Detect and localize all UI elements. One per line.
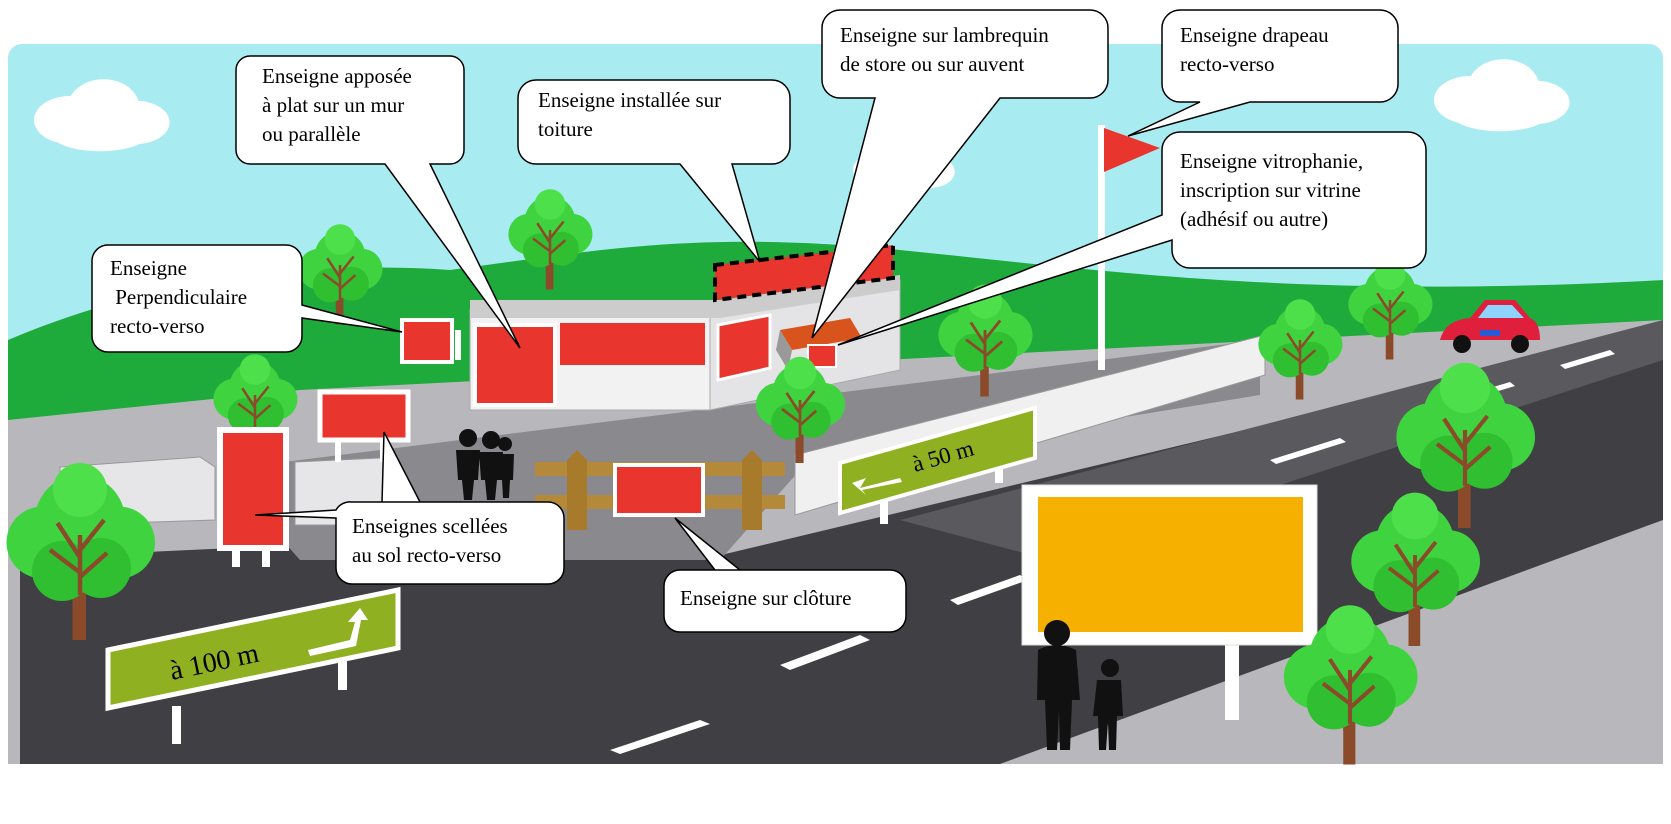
fence-sign	[613, 463, 705, 517]
road-sign-100m: à 100 m	[105, 586, 401, 744]
callout-wall-flat-line3: ou parallèle	[262, 122, 361, 146]
callout-wall-flat-line2: à plat sur un mur	[262, 93, 404, 117]
callout-awning: Enseigne sur lambrequin de store ou sur …	[811, 9, 1109, 339]
callout-window-line3: (adhésif ou autre)	[1180, 207, 1328, 231]
callout-window: Enseigne vitrophanie, inscription sur vi…	[837, 131, 1427, 346]
flag-icon	[1104, 128, 1160, 172]
car-icon	[1440, 300, 1540, 353]
callout-flag-line2: recto-verso	[1180, 52, 1274, 76]
person-silhouette-icon	[1037, 620, 1123, 750]
callout-window-line2: inscription sur vitrine	[1180, 178, 1361, 202]
window-sign	[807, 344, 837, 368]
shop-building	[469, 275, 901, 411]
callout-perpendicular: Enseigne Perpendiculaire recto-verso	[91, 244, 403, 353]
fence	[535, 450, 785, 530]
callout-perpendicular-line1: Enseigne	[110, 256, 187, 280]
wall-flat-banner	[560, 323, 705, 365]
awning	[780, 318, 862, 350]
arrow-icon	[308, 608, 368, 656]
callout-roof-line1: Enseigne installée sur	[538, 88, 721, 112]
callout-window-line1: Enseigne vitrophanie,	[1180, 149, 1363, 173]
callout-fence: Enseigne sur clôture	[663, 517, 907, 633]
arrow-icon	[852, 478, 902, 495]
callout-ground-line2: au sol recto-verso	[352, 543, 501, 567]
callout-awning-line1: Enseigne sur lambrequin	[840, 23, 1049, 47]
callout-ground: Enseignes scellées au sol recto-verso	[254, 431, 565, 585]
callout-roof: Enseigne installée sur toiture	[517, 79, 791, 263]
road-sign-50m: à 50 m	[838, 405, 1037, 524]
lane-markings	[610, 350, 1615, 754]
callout-ground-line1: Enseignes scellées	[352, 514, 508, 538]
billboard	[1021, 484, 1318, 720]
person-silhouette-icon	[456, 429, 514, 500]
callout-perpendicular-line2: Perpendiculaire	[110, 285, 247, 309]
callout-perpendicular-line3: recto-verso	[110, 314, 204, 338]
callout-fence-line1: Enseigne sur clôture	[680, 586, 851, 610]
callout-wall-flat-line1: Enseigne apposée	[262, 64, 412, 88]
callout-flag-line1: Enseigne drapeau	[1180, 23, 1329, 47]
side-wall-sign	[716, 313, 772, 382]
ground-sign-small	[317, 389, 411, 462]
callout-roof-line2: toiture	[538, 117, 593, 141]
ground-sign-tall	[217, 427, 289, 567]
perpendicular-sign	[400, 318, 461, 364]
callout-flag: Enseigne drapeau recto-verso	[1127, 9, 1399, 137]
callout-wall-flat: Enseigne apposée à plat sur un mur ou pa…	[235, 55, 521, 349]
callout-awning-line2: de store ou sur auvent	[840, 52, 1024, 76]
